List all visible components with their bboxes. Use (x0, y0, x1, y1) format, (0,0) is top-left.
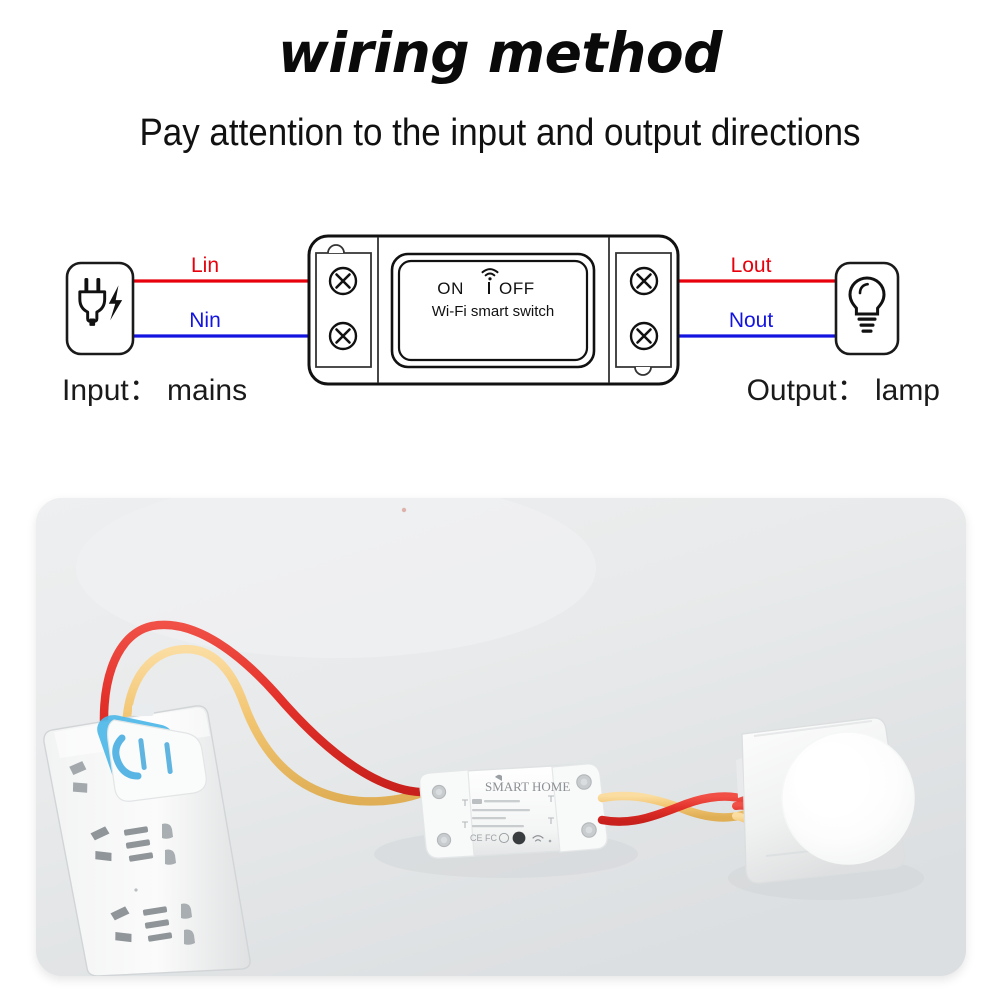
plug-in-strip (97, 704, 207, 802)
device-wifi-icon (532, 835, 544, 842)
device-button[interactable] (512, 831, 526, 845)
terminal-block-right (608, 237, 672, 383)
cross-screw-icon (629, 266, 659, 296)
svg-text:FC: FC (485, 833, 497, 843)
light-bulb (781, 731, 915, 865)
wire-bundle-left (99, 620, 441, 806)
smart-switch-device: SMART HOME CE FC (374, 763, 638, 878)
power-plug-icon (78, 278, 123, 326)
output-endpoint (834, 261, 900, 356)
wire-label-nout: Nout (729, 309, 774, 332)
product-photo: SMART HOME CE FC (36, 498, 966, 976)
device-spec-text (472, 799, 530, 828)
cross-screw-icon (328, 321, 358, 351)
socket-group-3 (110, 903, 195, 945)
wire-label-nin: Nin (189, 309, 221, 332)
cross-screw-icon (328, 266, 358, 296)
socket-group-2 (90, 823, 176, 865)
page-subtitle: Pay attention to the input and output di… (139, 112, 861, 154)
light-bulb-icon (848, 276, 886, 333)
smart-switch-diagram: ON OFF Wi-Fi smart switch (307, 234, 680, 386)
page-title: wiring method (277, 21, 723, 85)
socket-group-1 (69, 761, 88, 793)
terminal-marks (462, 795, 554, 828)
output-caption: Output： lamp (747, 374, 940, 407)
certification-marks: CE FC (470, 832, 510, 844)
wifi-icon (481, 268, 499, 281)
device-brand-label: SMART HOME (485, 779, 570, 794)
wiring-diagram: ON OFF Wi-Fi smart switch Lin Nin Lout N… (0, 210, 1000, 430)
input-caption: Input： mains (62, 374, 247, 407)
wire-label-lout: Lout (731, 254, 772, 277)
terminal-block-left (315, 237, 379, 383)
switch-model-label: Wi-Fi smart switch (432, 303, 555, 320)
svg-text:CE: CE (470, 833, 483, 843)
switch-off-label: OFF (499, 279, 535, 298)
wire-label-lin: Lin (191, 254, 219, 277)
input-endpoint (65, 261, 135, 356)
cross-screw-icon (629, 321, 659, 351)
switch-on-label: ON (437, 279, 464, 298)
